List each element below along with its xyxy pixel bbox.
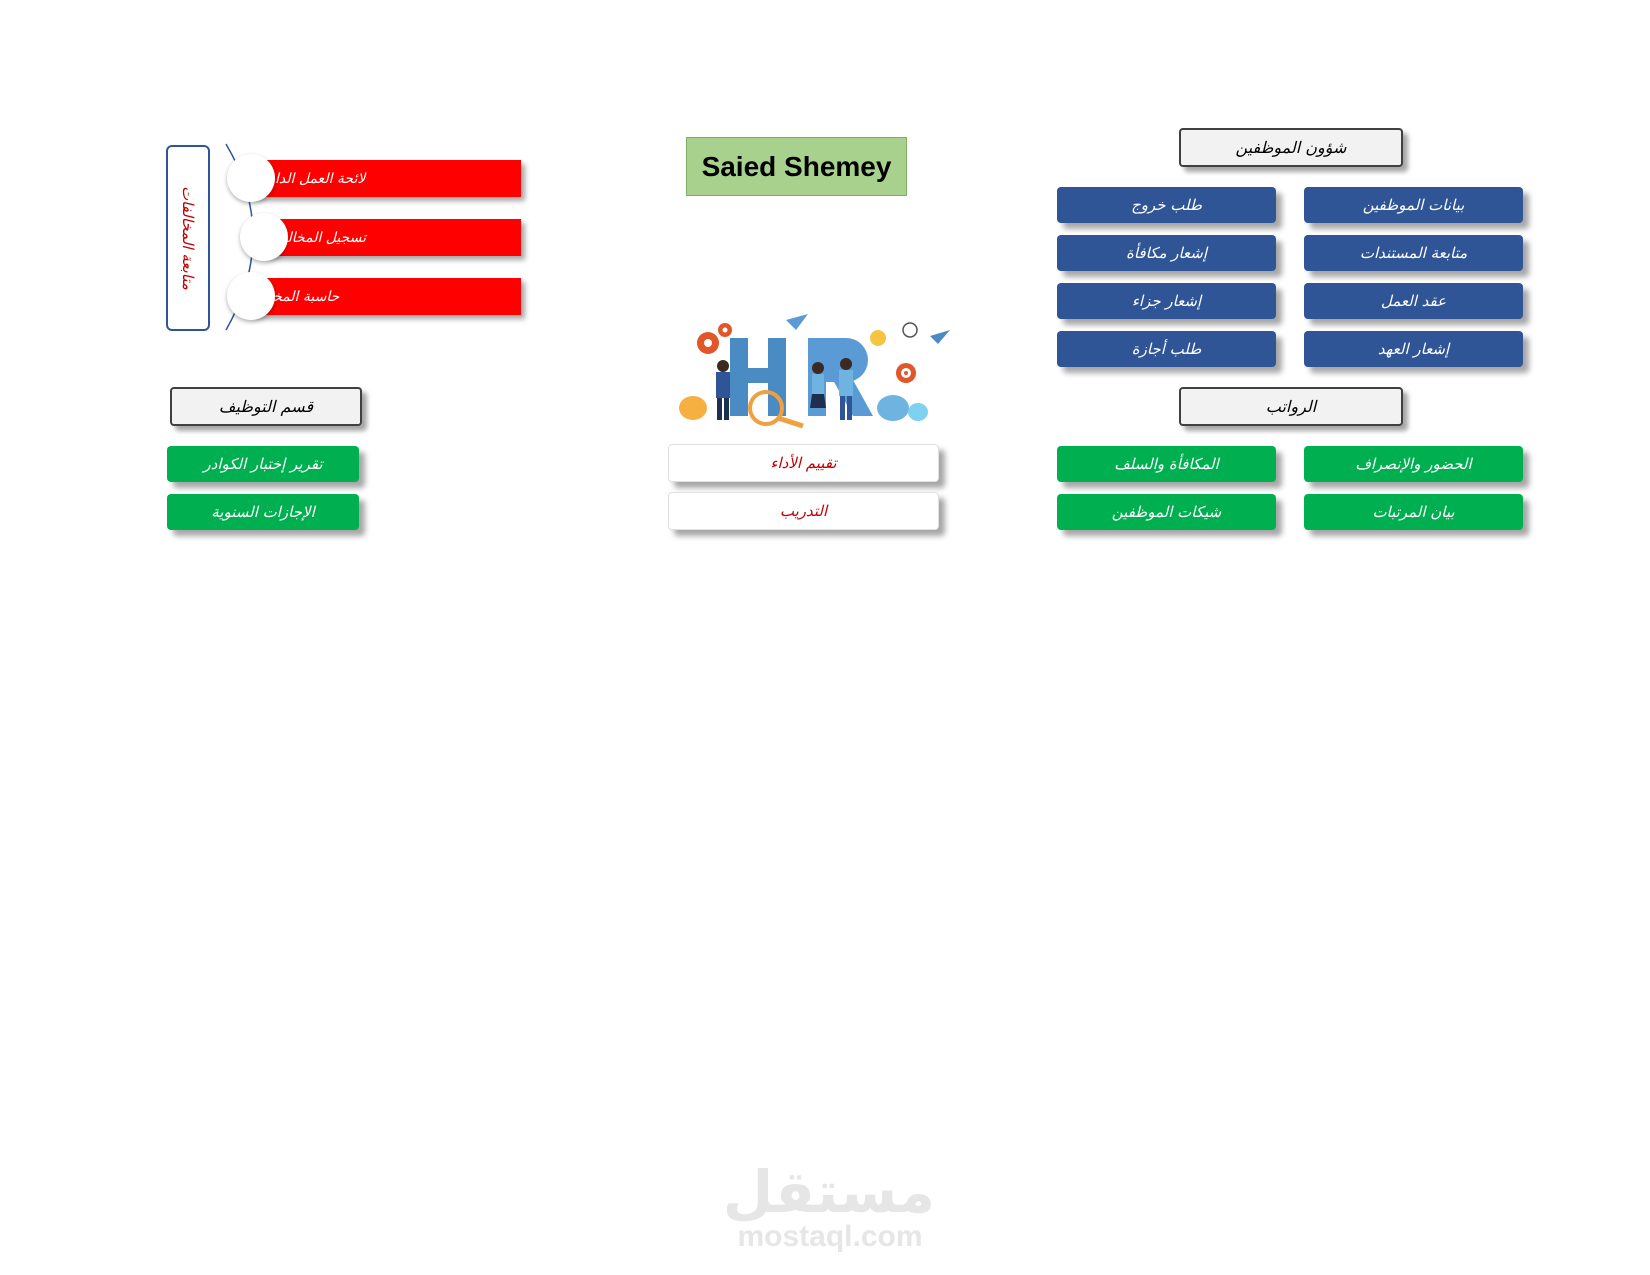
- watermark-latin: mostaql.com: [737, 1220, 923, 1253]
- attendance-button[interactable]: الحضور والإنصراف: [1304, 446, 1523, 482]
- bullet-circle-3: [227, 272, 275, 320]
- bullet-circle-2: [240, 213, 288, 261]
- violations-followup-box: متابعة المخالفات: [166, 145, 210, 331]
- employee-checks-button[interactable]: شيكات الموظفين: [1057, 494, 1276, 530]
- custody-notice-button[interactable]: إشعار العهد: [1304, 331, 1523, 367]
- violation-calculator-bar[interactable]: حاسبة المخالفة: [250, 278, 521, 315]
- training-button[interactable]: التدريب: [668, 492, 939, 530]
- payroll-statement-button[interactable]: بيان المرتبات: [1304, 494, 1523, 530]
- recruitment-header: قسم التوظيف: [170, 387, 362, 426]
- employee-data-button[interactable]: بيانات الموظفين: [1304, 187, 1523, 223]
- leave-request-button[interactable]: طلب أجازة: [1057, 331, 1276, 367]
- documents-followup-button[interactable]: متابعة المستندات: [1304, 235, 1523, 271]
- exit-request-button[interactable]: طلب خروج: [1057, 187, 1276, 223]
- staff-test-report-button[interactable]: تقرير إختبار الكوادر: [167, 446, 359, 482]
- watermark-arabic: مستقل: [722, 1158, 935, 1226]
- salaries-header: الرواتب: [1179, 387, 1403, 426]
- performance-evaluation-button[interactable]: تقييم الأداء: [668, 444, 939, 482]
- bullet-circle-1: [227, 154, 275, 202]
- penalty-notice-button[interactable]: إشعار جزاء: [1057, 283, 1276, 319]
- record-violations-bar[interactable]: تسجيل المخالفات: [263, 219, 521, 256]
- violations-followup-label: متابعة المخالفات: [179, 186, 197, 290]
- page-title: Saied Shemey: [686, 137, 907, 196]
- internal-regulations-bar[interactable]: لائحة العمل الداخلية: [250, 160, 521, 197]
- hr-illustration: [668, 308, 958, 438]
- reward-notice-button[interactable]: إشعار مكافأة: [1057, 235, 1276, 271]
- work-contract-button[interactable]: عقد العمل: [1304, 283, 1523, 319]
- employee-affairs-header: شؤون الموظفين: [1179, 128, 1403, 167]
- rewards-advances-button[interactable]: المكافأة والسلف: [1057, 446, 1276, 482]
- hr-image: [679, 314, 950, 429]
- annual-leave-button[interactable]: الإجازات السنوية: [167, 494, 359, 530]
